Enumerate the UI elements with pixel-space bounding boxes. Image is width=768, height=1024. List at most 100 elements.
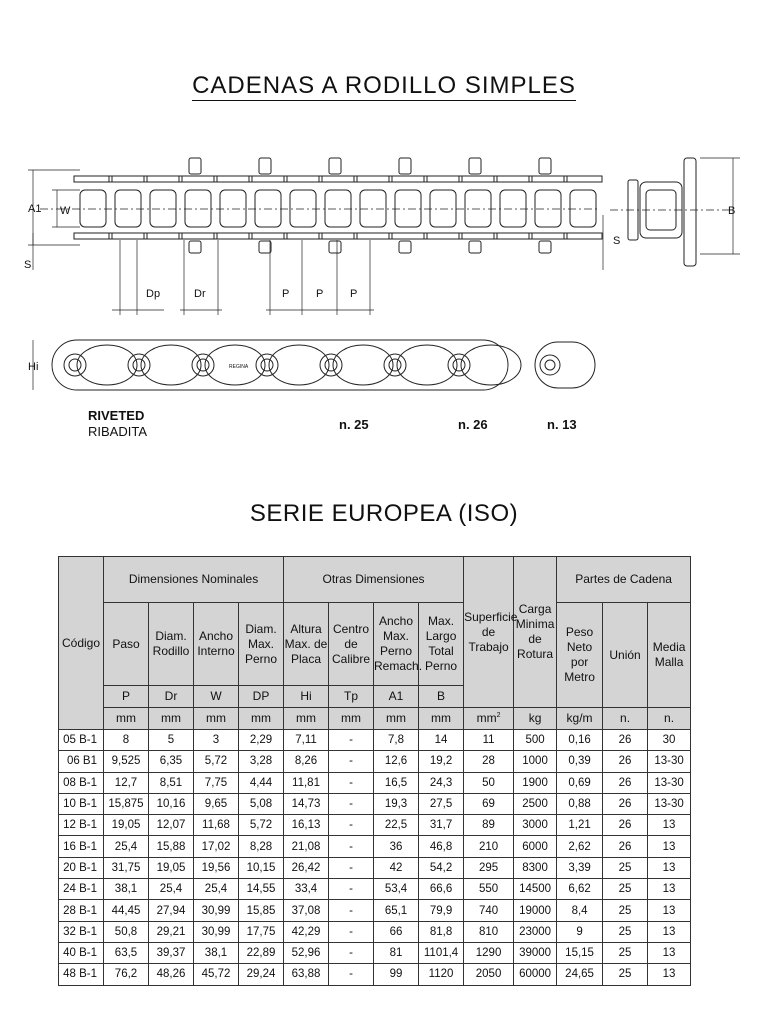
table-cell: 7,8: [373, 728, 420, 752]
pin-head: [188, 240, 202, 254]
table-cell: 45,72: [193, 963, 239, 986]
table-cell: 1,21: [556, 814, 604, 837]
table-cell: 5,72: [193, 750, 239, 773]
header-largo: Max. Largo Total Perno: [418, 602, 465, 686]
table-cell: -: [328, 920, 375, 943]
table-cell: 38,1: [103, 878, 149, 901]
table-cell: 5,08: [237, 792, 285, 816]
table-cell: 0,69: [556, 771, 604, 794]
roller: [359, 189, 387, 228]
roller: [499, 189, 527, 228]
table-cell: 33,4: [283, 878, 330, 901]
table-cell: 3000: [513, 814, 558, 837]
caption-riveted: RIVETED: [88, 408, 145, 423]
table-cell: 54,2: [418, 856, 465, 880]
page-title: CADENAS A RODILLO SIMPLES: [192, 72, 576, 101]
table-cell: 28: [463, 750, 515, 773]
group-nominal: Dimensiones Nominales: [102, 556, 285, 603]
dim-a1: A1: [28, 203, 41, 215]
link-plate: [460, 344, 522, 386]
cell-code: 40 B-1: [58, 941, 104, 965]
dim-s-end: S: [613, 235, 620, 247]
roller: [289, 189, 317, 228]
table-cell: 25: [602, 941, 649, 965]
table-cell: 810: [463, 920, 515, 943]
roller: [79, 189, 107, 228]
table-cell: 2,62: [556, 835, 604, 858]
table-cell: -: [328, 899, 375, 922]
table-cell: 7,11: [283, 728, 330, 752]
caption-n13: n. 13: [547, 417, 577, 432]
header-diam-rodillo: Diam. Rodillo: [148, 602, 194, 686]
unit: n.: [647, 707, 692, 730]
bottom-plates: [73, 232, 603, 240]
table-cell: 14: [418, 728, 465, 752]
table-cell: 15,85: [237, 899, 285, 922]
table-cell: 13-30: [647, 792, 692, 816]
table-cell: 24,3: [418, 771, 465, 794]
table-cell: 26: [602, 814, 649, 837]
table-cell: 13-30: [647, 771, 692, 794]
table-cell: 22,89: [237, 941, 285, 965]
pin-hole: [319, 353, 343, 377]
pin-head: [468, 157, 482, 175]
table-cell: 1900: [513, 771, 558, 794]
table-cell: 79,9: [418, 899, 465, 922]
group-otras: Otras Dimensiones: [283, 556, 465, 603]
symbol: W: [193, 685, 239, 708]
table-cell: 10,15: [237, 856, 285, 880]
pin-hole: [255, 353, 279, 377]
cell-code: 28 B-1: [58, 899, 104, 922]
table-cell: 63,5: [103, 941, 149, 965]
pin-head: [258, 240, 272, 254]
table-cell: 15,15: [556, 941, 604, 965]
pin-head: [258, 157, 272, 175]
table-cell: -: [328, 792, 375, 816]
link-plate: [332, 344, 394, 386]
table-cell: 19000: [513, 899, 558, 922]
table-cell: 27,5: [418, 792, 465, 816]
table-cell: 12,07: [148, 814, 194, 837]
table-cell: 8,26: [283, 750, 330, 773]
table-cell: 63,88: [283, 963, 330, 986]
table-cell: 13: [647, 835, 692, 858]
dim-s: S: [24, 259, 31, 271]
link-plate: [76, 344, 138, 386]
plate-logo: REGINA: [229, 364, 249, 370]
roller: [324, 189, 352, 228]
table-cell: 8,4: [556, 899, 604, 922]
link-plates: [63, 344, 522, 386]
table-cell: 42,29: [283, 920, 330, 943]
table-cell: -: [328, 728, 375, 752]
table-cell: 15,875: [103, 792, 149, 816]
table-cell: 53,4: [373, 878, 420, 901]
roller: [184, 189, 212, 228]
section-title: SERIE EUROPEA (ISO): [249, 500, 519, 527]
table-cell: 31,75: [103, 856, 149, 880]
table-cell: -: [328, 963, 375, 986]
table-cell: 4,44: [237, 771, 285, 794]
pin-head: [538, 240, 552, 254]
pin-hole: [383, 353, 407, 377]
table-cell: 8,28: [237, 835, 285, 858]
table-cell: 6,62: [556, 878, 604, 901]
table-cell: 37,08: [283, 899, 330, 922]
table-cell: 1000: [513, 750, 558, 773]
dim-dr: Dr: [194, 288, 206, 300]
table-cell: 25: [602, 856, 649, 880]
header-carga: Carga Minima de Rotura: [513, 556, 558, 708]
table-cell: 12,6: [373, 750, 420, 773]
header-paso: Paso: [103, 602, 149, 686]
dim-b: B: [728, 205, 735, 217]
table-cell: 19,05: [148, 856, 194, 880]
table-cell: 7,75: [193, 771, 239, 794]
roller: [464, 189, 492, 228]
table-cell: 26: [602, 792, 649, 816]
table-cell: 6000: [513, 835, 558, 858]
chain-spec-table: Código Dimensiones Nominales Otras Dimen…: [58, 556, 692, 986]
table-cell: 11,81: [283, 771, 330, 794]
header-diam-perno: Diam. Max. Perno: [237, 602, 285, 686]
